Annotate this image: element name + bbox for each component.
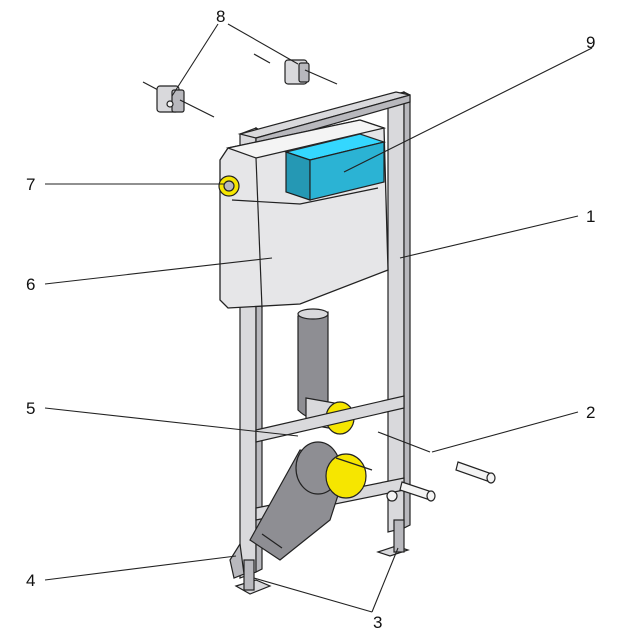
- inlet-valve: [218, 175, 240, 197]
- wall-anchor-left: [142, 81, 215, 118]
- foot-right: [376, 519, 410, 557]
- callout-labels: 1 2 3 4 5 6 7 8 9: [26, 7, 595, 632]
- callout-6: 6: [26, 275, 35, 294]
- callout-8: 8: [216, 7, 225, 26]
- cross-rail-upper: [255, 395, 405, 443]
- callout-3: 3: [373, 613, 382, 632]
- wall-anchor-right: [253, 53, 338, 85]
- support-brace: [229, 533, 283, 579]
- connection-sleeves: [386, 461, 496, 502]
- callout-9: 9: [586, 33, 595, 52]
- callout-2: 2: [586, 403, 595, 422]
- callout-4: 4: [26, 571, 35, 590]
- leader-lines: [44, 23, 593, 613]
- threaded-rods: [335, 431, 431, 471]
- callout-1: 1: [586, 207, 595, 226]
- frame-upright-right: [387, 91, 411, 533]
- callout-7: 7: [26, 175, 35, 194]
- callout-5: 5: [26, 399, 35, 418]
- foot-left: [234, 559, 272, 595]
